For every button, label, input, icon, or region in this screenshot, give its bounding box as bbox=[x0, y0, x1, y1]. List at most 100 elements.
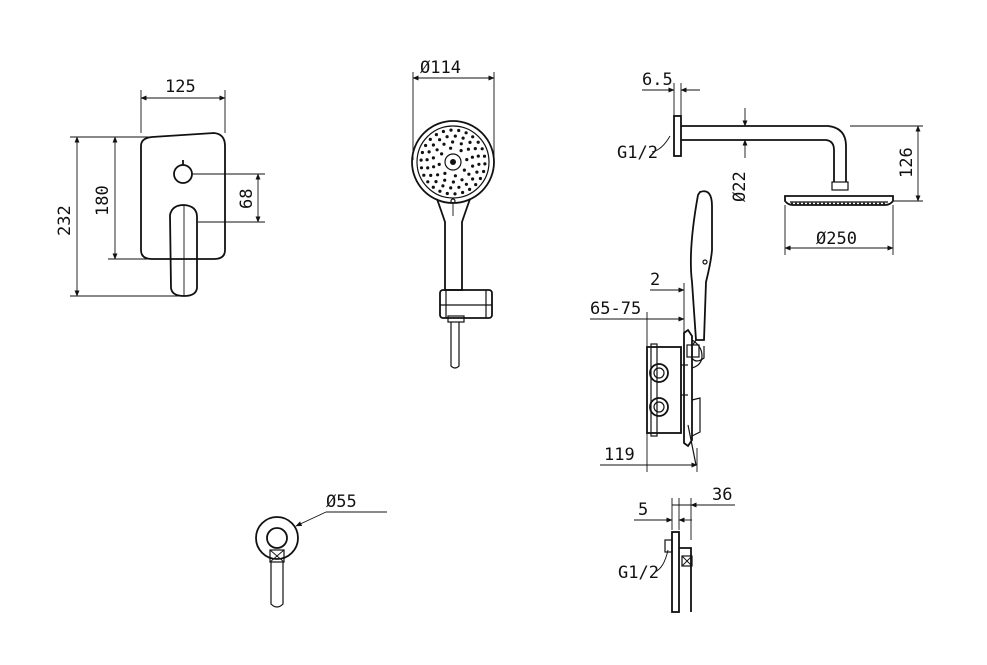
elbow-projection-label: 36 bbox=[712, 485, 732, 505]
nozzle-dot bbox=[427, 150, 431, 154]
outlet-flange-view: Ø55 bbox=[255, 492, 387, 608]
overhead-drop-label: 126 bbox=[897, 147, 917, 178]
nozzle-dot bbox=[449, 146, 453, 150]
elbow-body bbox=[679, 547, 692, 612]
mixer-cover-plate bbox=[140, 132, 226, 260]
nozzle-dot bbox=[436, 173, 440, 177]
head-nozzle-dot bbox=[847, 202, 849, 205]
nozzle-dot bbox=[445, 191, 449, 196]
head-nozzle-dot bbox=[831, 202, 833, 205]
head-nozzle-dot bbox=[827, 202, 829, 205]
nozzle-dot bbox=[424, 143, 428, 148]
head-nozzle-dot bbox=[859, 202, 861, 205]
nozzle-dot bbox=[466, 147, 470, 151]
elbow-thread-label: G1/2 bbox=[618, 563, 659, 583]
nozzle-dot bbox=[434, 180, 438, 184]
knob-offset-label: 68 bbox=[237, 189, 257, 209]
overhead-shower-head bbox=[784, 195, 894, 206]
nozzle-dot bbox=[476, 140, 480, 144]
wall-elbow-view: 5 36 G1/2 bbox=[618, 485, 735, 613]
outlet-hose bbox=[270, 562, 284, 608]
nozzle-dot bbox=[435, 148, 439, 152]
mixer-width-label: 125 bbox=[165, 77, 196, 97]
nozzle-dot bbox=[474, 183, 478, 187]
head-nozzle-dot bbox=[819, 202, 821, 205]
nozzle-dot bbox=[465, 158, 469, 162]
nozzle-dot bbox=[442, 142, 446, 146]
mixer-total-height-label: 232 bbox=[55, 205, 75, 236]
nozzle-dot bbox=[443, 178, 447, 182]
head-nozzle-dot bbox=[843, 202, 845, 205]
rough-in-box bbox=[646, 346, 682, 434]
hand-shower-side-profile bbox=[689, 190, 713, 341]
nozzle-dot bbox=[468, 140, 472, 144]
nozzle-dot bbox=[478, 176, 482, 181]
nozzle-dot bbox=[459, 149, 463, 153]
nozzle-dot bbox=[449, 186, 453, 190]
nozzle-dot bbox=[482, 169, 486, 174]
nozzle-dot bbox=[480, 147, 484, 151]
head-nozzle-dot bbox=[883, 202, 885, 205]
head-nozzle-dot bbox=[803, 202, 805, 205]
nozzle-dot bbox=[461, 136, 465, 140]
nozzle-dot bbox=[464, 131, 468, 135]
overhead-thread-label: G1/2 bbox=[617, 143, 658, 163]
wall-flange bbox=[673, 115, 682, 157]
cartridge-lower bbox=[649, 397, 669, 417]
nozzle-dot bbox=[471, 135, 475, 139]
elbow-flange-thickness-label: 5 bbox=[638, 500, 648, 520]
head-nozzle-dot bbox=[835, 202, 837, 205]
hand-shower-diameter-label: Ø114 bbox=[420, 58, 461, 78]
overhead-shower-view: 6.5 G1/2 Ø22 126 Ø250 bbox=[617, 70, 923, 255]
nozzle-dot bbox=[438, 138, 442, 142]
nozzle-dot bbox=[432, 165, 436, 169]
nozzle-dot bbox=[457, 185, 461, 189]
gap-label: 2 bbox=[650, 270, 660, 290]
nozzle-dot bbox=[422, 173, 426, 177]
cartridge-upper bbox=[649, 363, 669, 383]
nozzle-dot bbox=[464, 182, 468, 186]
hand-shower-view: Ø114 bbox=[411, 58, 495, 369]
head-nozzle-dot bbox=[795, 202, 797, 205]
head-nozzle-dot bbox=[867, 202, 869, 205]
nozzle-dot bbox=[457, 128, 461, 133]
head-nozzle-dot bbox=[855, 202, 857, 205]
rough-in-side-view: 2 65-75 119 bbox=[590, 190, 713, 472]
head-nozzle-dot bbox=[871, 202, 873, 205]
arm-diameter-label: Ø22 bbox=[730, 171, 750, 202]
nozzle-dot bbox=[473, 147, 477, 151]
hand-shower-hose bbox=[450, 322, 460, 369]
nozzle-dot bbox=[470, 155, 474, 159]
nozzle-dot bbox=[483, 162, 487, 166]
nozzle-dot bbox=[449, 128, 453, 132]
nozzle-dot bbox=[426, 180, 430, 184]
rough-in-front-plate bbox=[683, 328, 693, 448]
nozzle-dot bbox=[459, 142, 463, 146]
outlet-flange-inner bbox=[266, 527, 288, 549]
nozzle-dot bbox=[461, 190, 465, 195]
hand-shower-bracket bbox=[439, 289, 493, 319]
mixer-lever bbox=[169, 204, 198, 297]
nozzle-dot bbox=[476, 154, 480, 158]
shower-arm bbox=[681, 125, 847, 182]
nozzle-dot bbox=[482, 154, 487, 158]
mounting-depth-range-label: 65-75 bbox=[590, 299, 641, 319]
nozzle-dot bbox=[425, 158, 429, 162]
nozzle-dot bbox=[451, 140, 455, 144]
nozzle-dot bbox=[451, 180, 455, 184]
nozzle-dot bbox=[471, 177, 475, 181]
head-nozzle-dot bbox=[851, 202, 853, 205]
nozzle-dot bbox=[419, 158, 423, 162]
nozzle-dot bbox=[419, 166, 424, 170]
nozzle-dot bbox=[475, 170, 479, 174]
nozzle-dot bbox=[420, 150, 424, 155]
mixer-plate-height-label: 180 bbox=[93, 185, 113, 216]
nozzle-dot bbox=[426, 166, 430, 170]
nozzle-dot bbox=[434, 133, 438, 137]
nozzle-dot bbox=[460, 178, 464, 182]
nozzle-dot bbox=[441, 184, 445, 188]
nozzle-dot bbox=[453, 174, 457, 178]
outlet-flange-outer bbox=[255, 516, 299, 560]
nozzle-dot bbox=[443, 171, 447, 175]
